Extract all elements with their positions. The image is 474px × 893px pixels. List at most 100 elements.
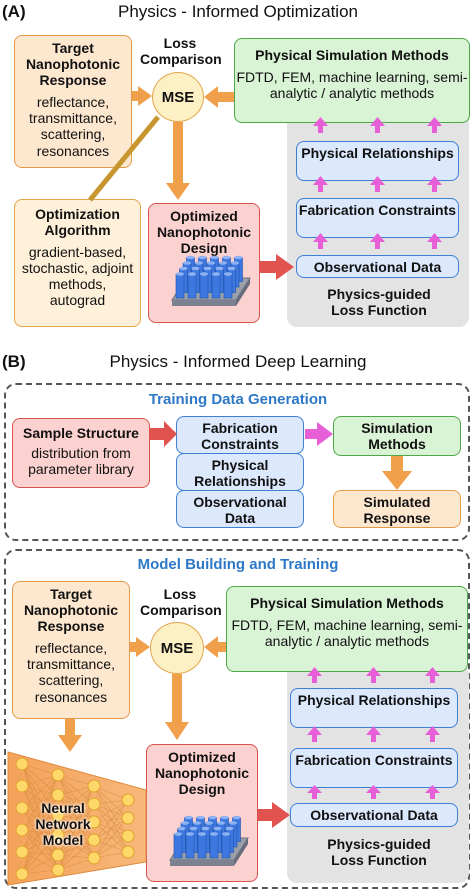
pillar (187, 273, 197, 299)
model-building-section (4, 549, 470, 889)
arrow-design-to-observational-b (258, 802, 290, 828)
physics-guided-loss-label-b: Physics-guided Loss Function (327, 836, 431, 869)
fabrication-constraints-box-b1: Fabrication Constraints (176, 416, 304, 454)
pillar-top (181, 821, 189, 825)
pillar-top (203, 266, 212, 271)
nn-node (51, 768, 65, 782)
nn-edge (57, 785, 95, 836)
pillar-top (207, 261, 215, 265)
arrow-sample-to-fab (150, 421, 177, 447)
pillar-top (186, 832, 194, 836)
pillar-top (227, 266, 236, 271)
pillar-top (224, 272, 232, 276)
nn-edge (21, 834, 59, 853)
nn-edge (57, 774, 95, 859)
pillar (211, 273, 221, 299)
pillar (173, 833, 183, 859)
simulation-methods-title: Physical Simulation Methods (255, 47, 449, 63)
nn-node (15, 845, 29, 859)
pillar-top (232, 815, 241, 820)
pillar-top (229, 821, 237, 825)
pillar (221, 833, 231, 859)
pillar-top (184, 815, 193, 820)
nn-edge (93, 821, 129, 853)
nn-edge (57, 821, 95, 856)
pillar-top (200, 272, 208, 276)
arrow-sim-to-mse-b (204, 636, 226, 658)
nn-edge (21, 794, 59, 875)
optimization-algorithm-items: gradient-based, stochastic, adjoint meth… (21, 244, 134, 309)
target-response-box-b: Target Nanophotonic Response reflectance… (12, 581, 130, 719)
training-data-title: Training Data Generation (148, 391, 328, 408)
pink-arrows-b (307, 667, 440, 799)
nn-edge (93, 785, 129, 853)
pink-arrows-a (313, 117, 442, 249)
panel-b-title: Physics - Informed Deep Learning (109, 352, 367, 371)
pillar-top (176, 272, 184, 276)
loss-comparison-label-a: Loss Comparison (140, 35, 222, 68)
nn-node (121, 845, 135, 859)
nn-node (87, 851, 101, 865)
target-response-items: reflectance, transmittance, scattering, … (29, 94, 117, 159)
nn-node (51, 808, 65, 822)
pillar-top (183, 261, 191, 265)
arrow-sim-to-mse-a (204, 86, 234, 108)
optimized-design-title-b: Optimized Nanophotonic Design (154, 749, 250, 798)
nn-edge (21, 785, 59, 836)
pillar-top (174, 832, 182, 836)
nn-edge (21, 774, 59, 853)
nn-edge (57, 785, 95, 816)
nn-edge (21, 854, 59, 875)
nn-edge (57, 785, 95, 856)
pillar-top (225, 826, 234, 831)
nn-edge (21, 814, 59, 875)
simulation-methods-list-b: FDTD, FEM, machine learning, semi-analyt… (231, 617, 463, 650)
pillar-top (198, 255, 207, 260)
nn-edge (57, 794, 95, 859)
pillar-top (212, 272, 220, 276)
fabrication-constraints-box-a: Fabrication Constraints (296, 198, 459, 238)
panel-a-title: Physics - Informed Optimization (118, 2, 358, 21)
pillar-top (217, 821, 225, 825)
nn-edge (21, 763, 59, 836)
nn-edge (21, 851, 59, 871)
pillar-top (222, 255, 231, 260)
nn-edge (21, 785, 59, 816)
training-data-section (4, 383, 470, 541)
nn-edge (93, 799, 129, 859)
loss-comparison-label-b: Loss Comparison (140, 586, 222, 619)
pillar (197, 833, 207, 859)
pillar (175, 273, 185, 299)
nn-node (15, 779, 29, 793)
pillar-top (196, 815, 205, 820)
pillar-top (234, 255, 243, 260)
mse-node-b: MSE (150, 622, 204, 674)
pillar-top (213, 826, 222, 831)
nn-node (87, 833, 101, 847)
nn-edge (57, 774, 95, 841)
optimized-design-title: Optimized Nanophotonic Design (156, 208, 252, 257)
arrow-mse-to-design-a (166, 122, 190, 200)
nn-edge (21, 785, 59, 856)
nn-edge (21, 794, 59, 831)
pillar-top (205, 821, 213, 825)
nn-edge (57, 839, 95, 871)
nn-edge (57, 803, 95, 836)
nn-edge (93, 817, 129, 859)
pillar-top (186, 255, 195, 260)
simulation-methods-box-b1: Simulation Methods (333, 416, 461, 456)
arrow-mse-to-design-b (165, 674, 189, 740)
nn-edge (57, 821, 95, 871)
pillar-top (201, 826, 210, 831)
nn-edge (21, 774, 59, 831)
pillar-top (220, 815, 229, 820)
nn-edge (21, 763, 59, 816)
nn-edge (21, 774, 59, 809)
sample-structure-body: distribution from parameter library (28, 445, 134, 478)
arrow-target-to-nn (58, 719, 82, 752)
pillar (185, 833, 195, 859)
arrow-fab-to-sim-b1 (305, 422, 333, 446)
target-response-box-a: Target Nanophotonic Response reflectance… (14, 35, 132, 168)
nn-edge (21, 814, 59, 853)
nn-edge (93, 799, 129, 841)
